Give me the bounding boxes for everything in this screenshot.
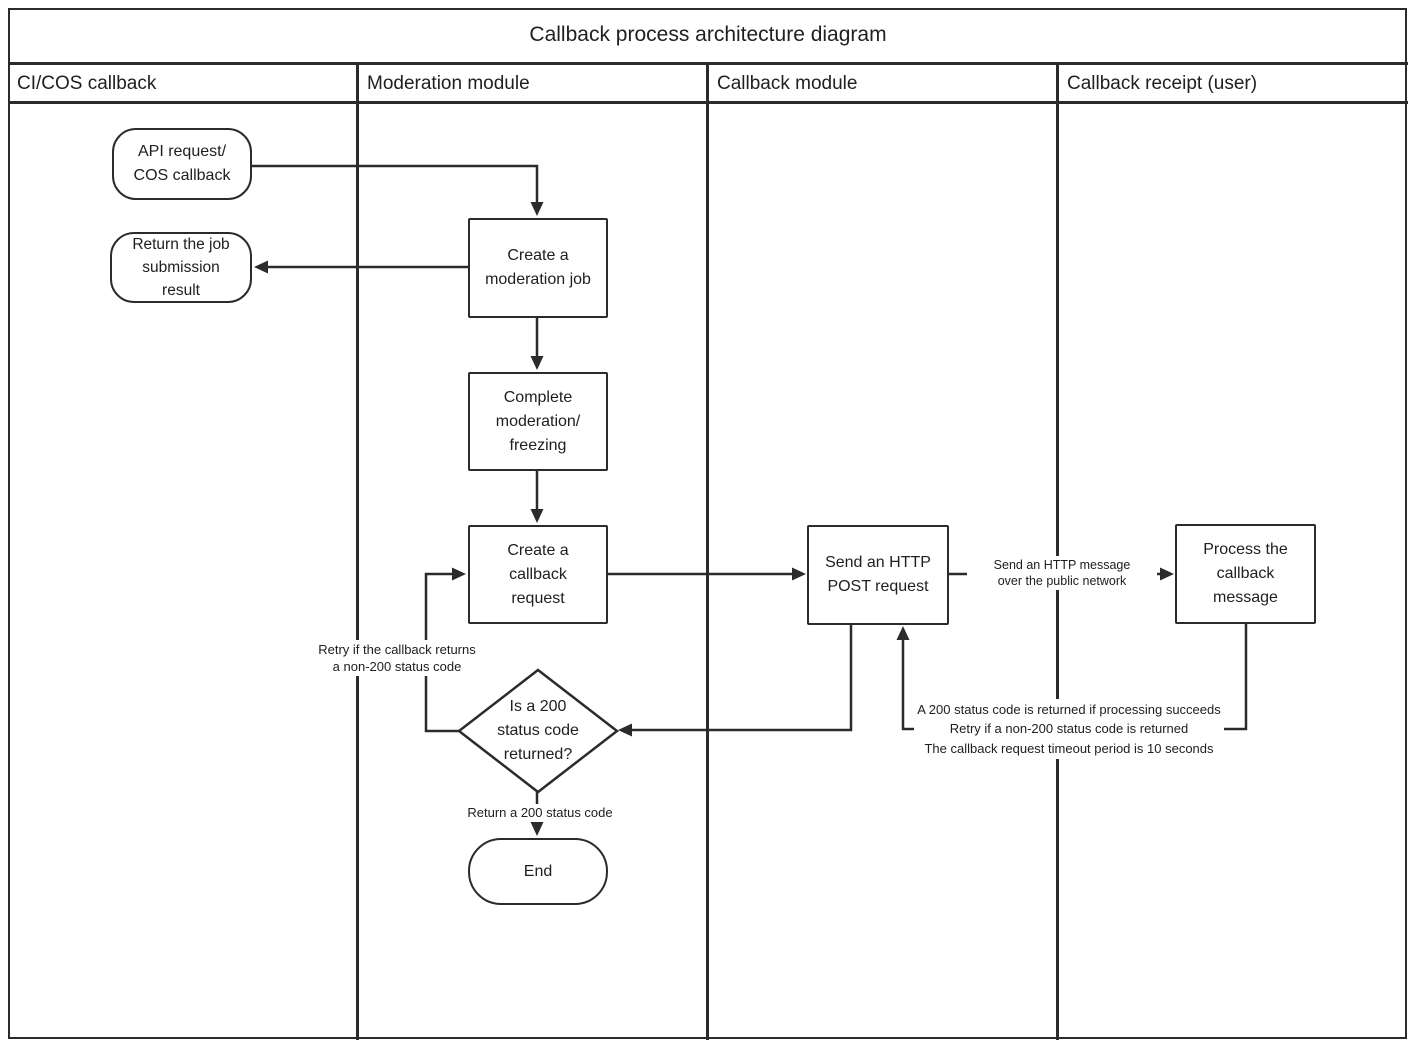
edge-label-retry-non-200: Retry if the callback returns a non-200 … bbox=[317, 640, 477, 676]
node-decision-200-returned: Is a 200 status code returned? bbox=[497, 698, 579, 763]
node-complete-moderation: Complete moderation/ freezing bbox=[468, 372, 608, 471]
lane-divider bbox=[706, 62, 709, 1040]
lane-header-ci-cos: CI/COS callback bbox=[17, 72, 157, 94]
node-api-request: API request/ COS callback bbox=[112, 128, 252, 200]
node-create-callback-request: Create a callback request bbox=[468, 525, 608, 624]
edge-label-return-200: Return a 200 status code bbox=[455, 804, 625, 822]
node-send-http-post: Send an HTTP POST request bbox=[807, 525, 949, 625]
edge-label-public-network: Send an HTTP message over the public net… bbox=[967, 556, 1157, 590]
lane-header-callback-receipt: Callback receipt (user) bbox=[1067, 72, 1258, 94]
node-create-moderation-job: Create a moderation job bbox=[468, 218, 608, 318]
node-return-job-result: Return the job submission result bbox=[110, 232, 252, 303]
diagram-title: Callback process architecture diagram bbox=[529, 23, 887, 46]
lane-header-moderation: Moderation module bbox=[367, 72, 530, 94]
edge-label-status-notes: A 200 status code is returned if process… bbox=[914, 699, 1224, 759]
lane-header-callback-module: Callback module bbox=[717, 72, 858, 94]
lane-divider bbox=[356, 62, 359, 1040]
node-end: End bbox=[468, 838, 608, 905]
lane-divider bbox=[1056, 62, 1059, 1040]
node-process-callback-message: Process the callback message bbox=[1175, 524, 1316, 624]
